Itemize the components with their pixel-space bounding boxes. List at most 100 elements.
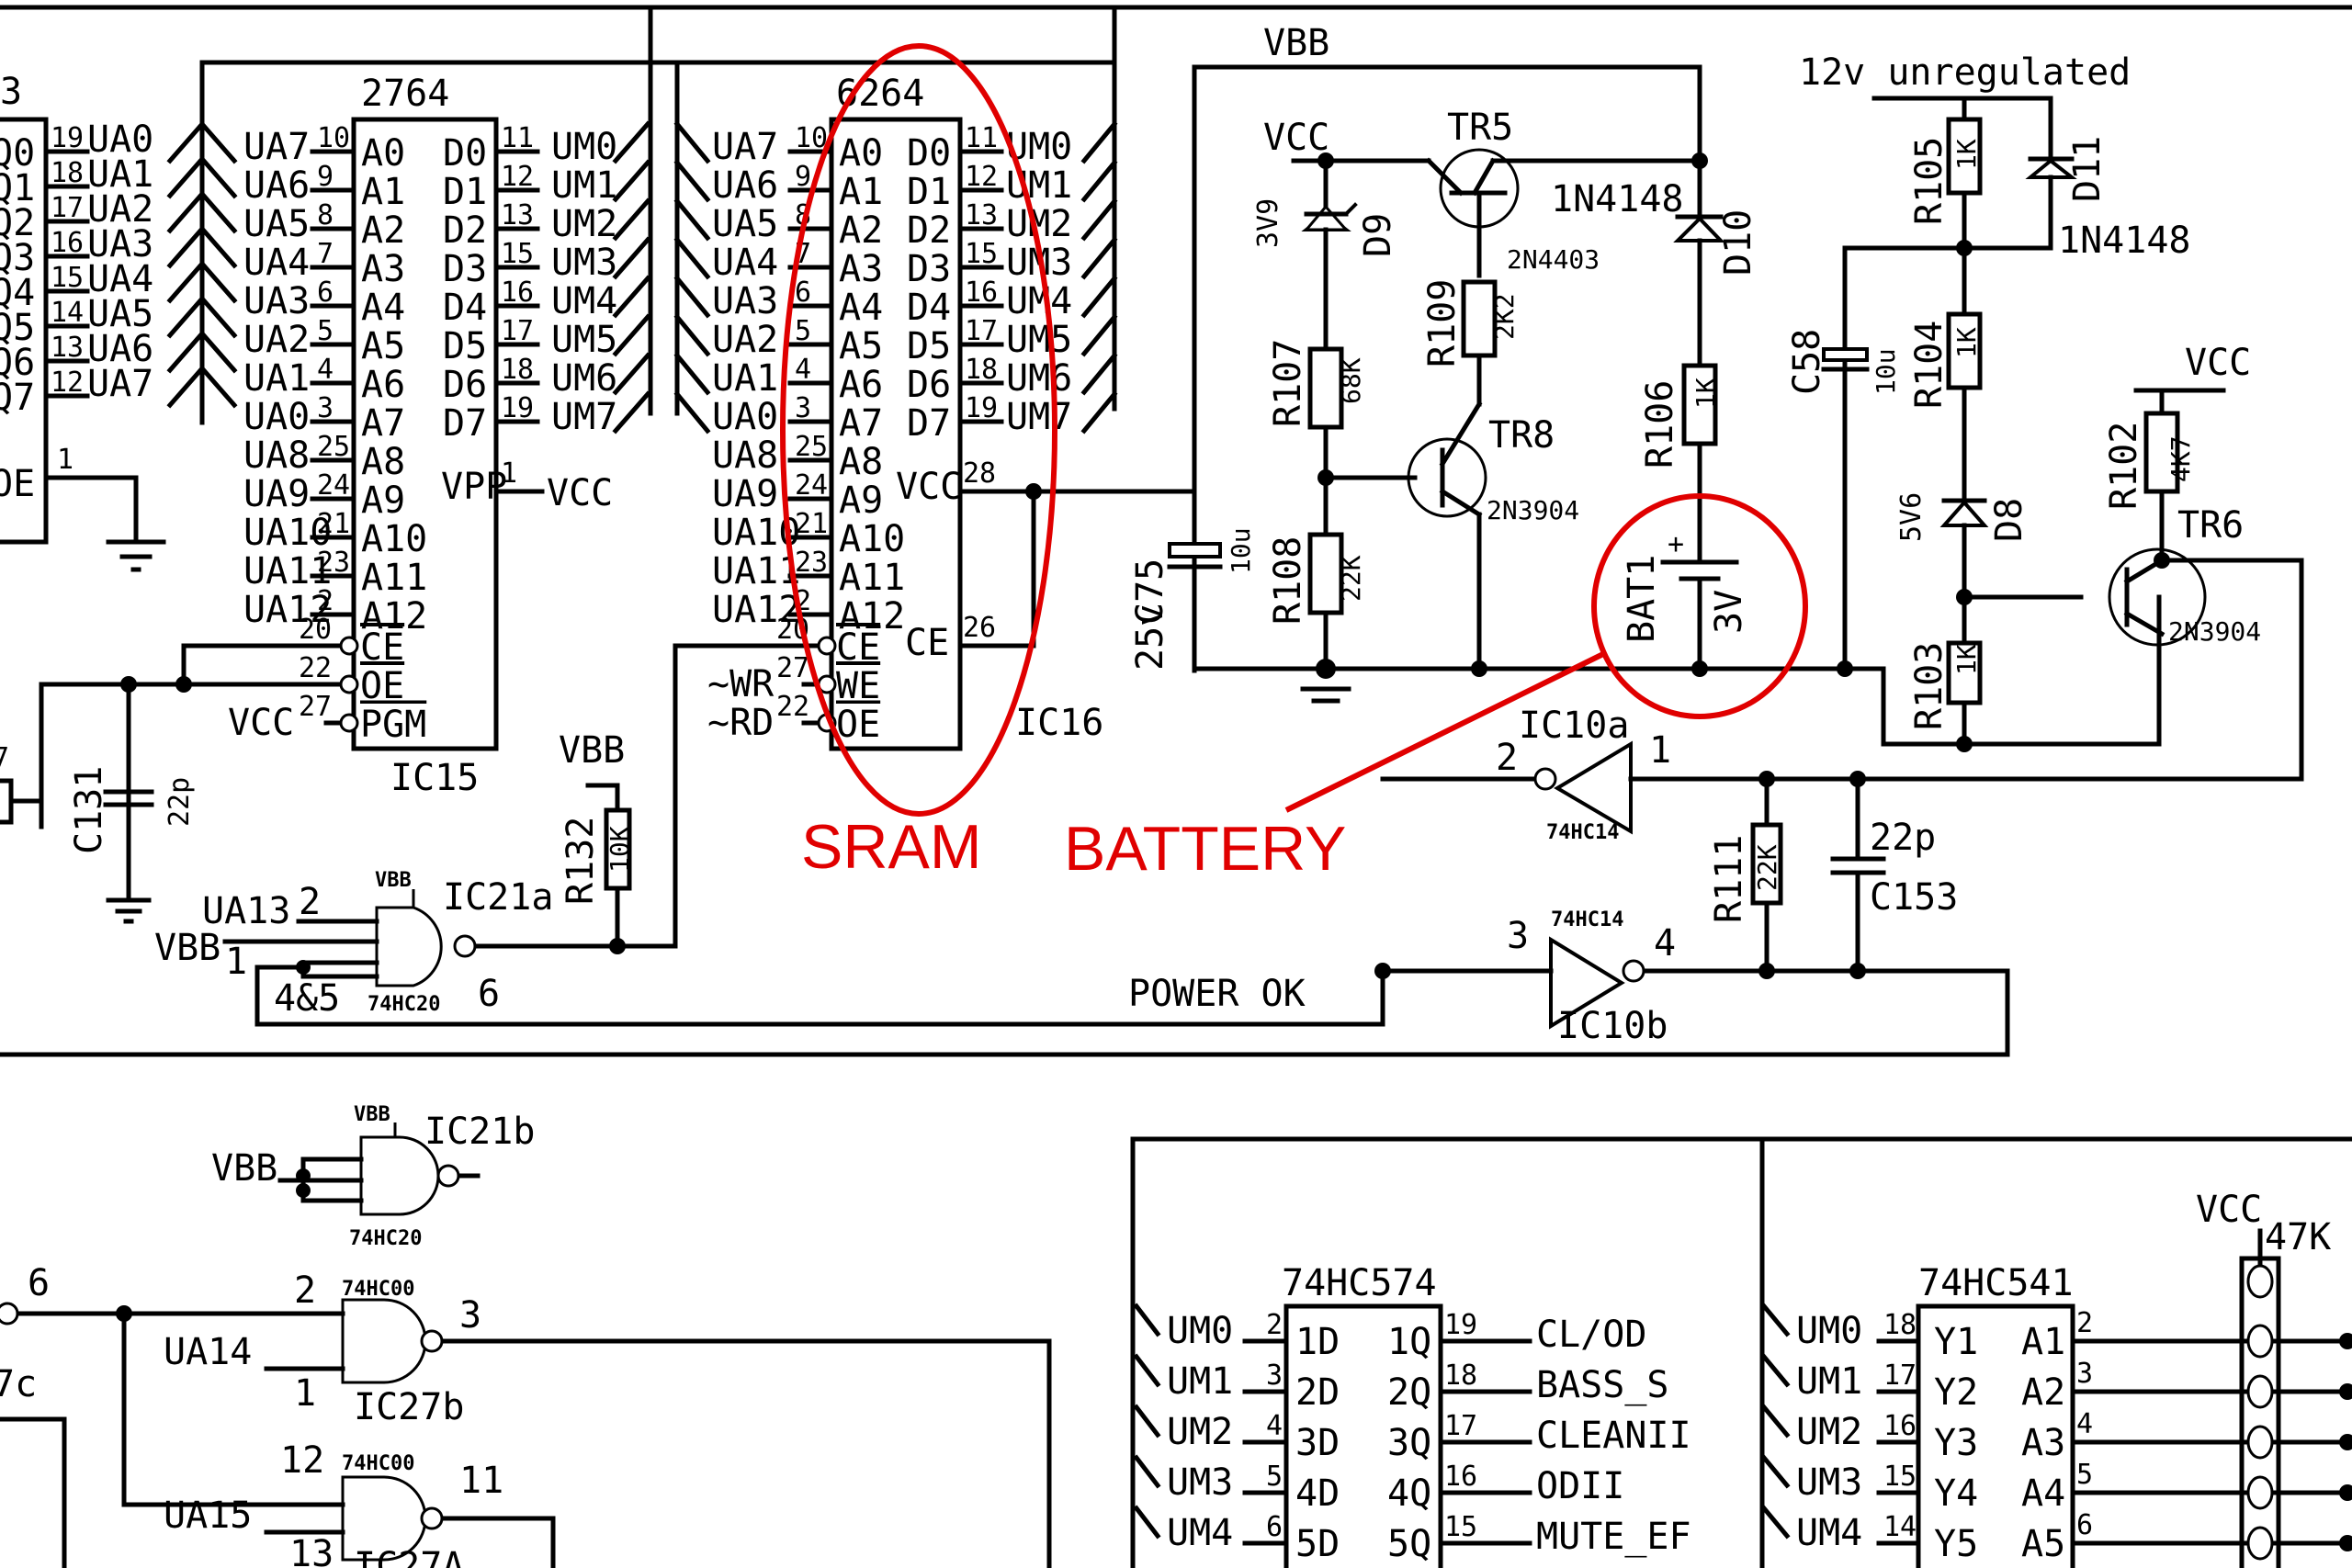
sram-annotation: SRAM (801, 812, 981, 882)
r102-rail: VCC (2185, 342, 2251, 384)
rpack-rail: VCC (2196, 1189, 2262, 1231)
ic574-part: 74HC574 (1282, 1262, 1437, 1304)
r111-value: 22K (1752, 844, 1782, 891)
pin-number: 16 (501, 276, 534, 309)
ic-left-label: 3 (0, 71, 22, 113)
ic21a-in2-net: VBB (154, 927, 220, 969)
pin-name: D3 (907, 248, 951, 290)
pin-name: Y2 (1934, 1371, 1978, 1414)
pin-number: 19 (965, 392, 998, 424)
d9-ref: D9 (1357, 213, 1399, 257)
ic16-ce-name: CE (836, 626, 880, 669)
ic21a-in3-label: 4&5 (274, 977, 340, 1020)
r132-ref: R132 (560, 817, 602, 905)
pin-name: Y3 (1934, 1422, 1978, 1464)
ic10b-ref: IC10b (1557, 1005, 1668, 1047)
pin-number: 14 (1883, 1511, 1917, 1543)
pin-name: A3 (361, 248, 405, 290)
bus-entry (1080, 352, 1118, 396)
ic27a-part: 74HC00 (342, 1452, 414, 1475)
pin-name: A8 (361, 441, 405, 483)
bat1-value: 3V (1708, 590, 1750, 634)
d10-part: 1N4148 (1551, 178, 1684, 220)
pin-number: 25 (795, 431, 828, 463)
net-label: UA5 (87, 293, 153, 335)
pin-number: 15 (501, 238, 534, 270)
pin-number: 25 (317, 431, 350, 463)
pin-name: A5 (361, 325, 405, 367)
net-label: UM5 (1006, 319, 1072, 361)
battery-annotation: BATTERY (1064, 814, 1346, 884)
bus-entry (673, 390, 711, 434)
net-label: BASS_S (1536, 1364, 1669, 1406)
bus-entry (1760, 1353, 1791, 1388)
pin-name: Y1 (1934, 1321, 1978, 1363)
r104-ref: R104 (1908, 321, 1951, 409)
pin-name: D5 (443, 325, 487, 367)
ic16-control-wiring (677, 483, 1197, 649)
net-label: UA2 (87, 188, 153, 231)
ic16-ce2-pin: 26 (963, 612, 996, 644)
net-label: UM7 (551, 396, 617, 438)
pin-name: A3 (839, 248, 883, 290)
bus-entry (1760, 1454, 1791, 1489)
pin-name: D0 (443, 132, 487, 175)
pin-name: A0 (361, 132, 405, 175)
supply-section: VBB VCC 3V9 D9 R107 68K R108 22K (1129, 22, 1969, 747)
bus-top-wire (199, 60, 1117, 122)
net-label: UA2 (712, 319, 778, 361)
pin-number: 16 (1883, 1410, 1917, 1442)
net-label: UA6 (243, 164, 310, 207)
net-label: UM2 (1796, 1411, 1862, 1453)
net-label: UA6 (712, 164, 778, 207)
bus-entry (612, 236, 651, 280)
ic-left-pin-name: Q4 (0, 272, 35, 314)
pin-number: 2 (317, 585, 334, 617)
ic21b-part: 74HC20 (349, 1227, 422, 1250)
net-label: UA5 (712, 203, 778, 245)
net-label: UM4 (1006, 280, 1072, 322)
pin-number: 5 (1266, 1461, 1283, 1493)
net-label: UM1 (1167, 1360, 1233, 1403)
bus-entry (1080, 197, 1118, 242)
pin-name: 1D (1295, 1321, 1340, 1363)
ic15-pgm-name: PGM (360, 704, 426, 746)
rail-12v-label: 12v unregulated (1799, 51, 2131, 94)
inversion-bubble (817, 636, 837, 656)
ic15-ref: IC15 (390, 757, 479, 799)
net-label: UM3 (1167, 1461, 1233, 1504)
pin-name: 4D (1295, 1472, 1340, 1515)
bus-entry (612, 275, 651, 319)
r108-ref: R108 (1267, 536, 1309, 625)
pin-name: D2 (443, 209, 487, 252)
r102-value: 4K7 (2165, 435, 2196, 482)
ic10a-ref: IC10a (1519, 705, 1629, 747)
junction-dot (2339, 1535, 2352, 1551)
pin-number: 2 (1266, 1309, 1283, 1341)
rpack-value: 47K (2265, 1216, 2331, 1258)
net-label: UM2 (1167, 1411, 1233, 1453)
pin-name: Y5 (1934, 1523, 1978, 1565)
pin-name: D2 (907, 209, 951, 252)
r106-value: 1K (1690, 378, 1721, 409)
r107-ref: R107 (1267, 339, 1309, 427)
net-label: UM1 (1006, 164, 1072, 207)
resistor-pack: VCC 47K (2196, 1189, 2352, 1568)
pin-number: 8 (317, 199, 334, 231)
net-label: UA7 (87, 363, 153, 405)
d8-value: 5V6 (1895, 492, 1928, 542)
bus-entry (673, 275, 711, 319)
net-label: UM2 (551, 203, 617, 245)
c58-value: 10u (1871, 348, 1901, 395)
pin-number: 15 (51, 262, 84, 294)
bus-entry (612, 313, 651, 357)
ic-left-pin-name: Q3 (0, 237, 35, 279)
r106-ref: R106 (1639, 380, 1681, 468)
pin-name: A1 (839, 171, 883, 213)
pin-name: 2D (1295, 1371, 1340, 1414)
pin-name: A1 (361, 171, 405, 213)
net-label: UM4 (551, 280, 617, 322)
pin-number: 6 (795, 276, 811, 309)
ic16-oe-name: OE (836, 704, 880, 746)
frame-lines (0, 5, 2352, 1568)
